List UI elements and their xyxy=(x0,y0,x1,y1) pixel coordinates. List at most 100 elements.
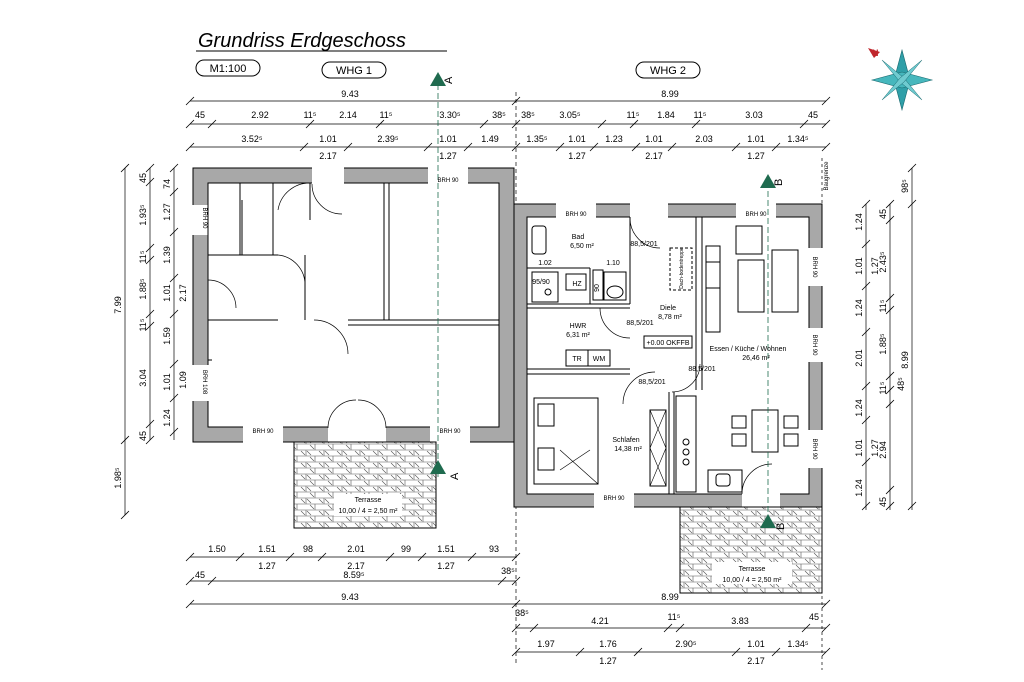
dim-top-r2-11: 11⁵ xyxy=(693,110,706,120)
dim-top-r3-0: 3.52⁵ xyxy=(241,134,263,144)
dim-left-open-1: 1.27 xyxy=(162,203,172,221)
dim-bottom-r7-1: 2.17 xyxy=(747,656,765,666)
dim-top-r3-5: 1.35⁵ xyxy=(526,134,548,144)
dim-top-r3-7: 1.23 xyxy=(605,134,623,144)
room-labels: Bad 6,50 m² HWR 6,31 m² Diele 8,78 m² Es… xyxy=(532,234,786,453)
window-tag: BRH 90 xyxy=(439,429,461,435)
dim-top-r2-9: 11⁵ xyxy=(626,110,639,120)
dim-right-open-6: 1.01 xyxy=(854,439,864,457)
wc-tag: 90 xyxy=(594,284,601,292)
bath-dim-102: 1.02 xyxy=(538,260,552,267)
door-label: 88,5/201 xyxy=(688,366,715,373)
unit-badge-whg1 xyxy=(321,61,387,79)
dim-top-r3-1: 1.01 xyxy=(319,134,337,144)
terrace-whg2-calc: 10,00 / 4 = 2,50 m² xyxy=(723,577,783,584)
dim-left-inner-3: 1.88⁵ xyxy=(138,278,148,300)
baugrenze-label: Baugrenze xyxy=(824,161,830,191)
compass-north-letter: N xyxy=(872,48,879,58)
dim-top-r4-4: 1.27 xyxy=(747,151,765,161)
dim-right-total: 8.99 xyxy=(900,351,910,369)
dim-right-inner-3: 1.88⁵ xyxy=(878,333,888,355)
room-essen-area: 26,46 m² xyxy=(742,355,770,362)
whg1-walls xyxy=(192,167,515,443)
dims-top: 9.43 8.99 45 2.92 11⁵ 2.14 11⁵ 3.30⁵ 38⁵… xyxy=(195,89,818,161)
door-label: 88,5/201 xyxy=(626,320,653,327)
dim-top-r3-8: 1.01 xyxy=(645,134,663,144)
dim-top-r3-10: 1.01 xyxy=(747,134,765,144)
dim-right-outer-2: 98⁵ xyxy=(900,179,910,193)
room-essen-name: Essen / Küche / Wohnen xyxy=(710,346,787,353)
room-diele-area: 8,78 m² xyxy=(658,314,682,321)
dim-bottom-r6-4: 1.34⁵ xyxy=(787,639,809,649)
section-a-bottom-label: A xyxy=(449,472,461,480)
dim-top-r3-9: 2.03 xyxy=(695,134,713,144)
terrace-whg2-name: Terrasse xyxy=(739,566,766,573)
dim-left-inner-1: 1.93⁵ xyxy=(138,204,148,226)
window-tags: BRH 90 BRH 90 BRH 90 BRH 90 BRH 90 BRH 9… xyxy=(201,161,830,502)
dim-left-open-3: 1.01 xyxy=(162,284,172,302)
terrace-whg1-calc: 10,00 / 4 = 2,50 m² xyxy=(339,508,399,515)
whg1-interior xyxy=(207,182,499,429)
dim-bottom-r1-5: 1.51 xyxy=(437,544,455,554)
dim-top-r4-1: 1.27 xyxy=(439,151,457,161)
dim-right-inner-2: 11⁵ xyxy=(878,299,888,312)
dim-left-outer-2: 1.98⁵ xyxy=(113,467,123,489)
dim-right-open-2: 1.27 xyxy=(870,257,880,275)
room-hwr-name: HWR xyxy=(570,323,587,330)
dim-bottom-r2-0: 1.27 xyxy=(258,561,276,571)
room-schlafen-name: Schlafen xyxy=(612,437,639,444)
compass-rose-icon: N xyxy=(868,48,934,112)
dim-bottom-r5-0: 38⁵ xyxy=(515,608,529,618)
dim-bottom-r5-3: 3.83 xyxy=(731,616,749,626)
dim-bottom-r7-0: 1.27 xyxy=(599,656,617,666)
dim-top-r3-4: 1.49 xyxy=(481,134,499,144)
section-a-top-label: A xyxy=(443,76,455,84)
dim-bottom-r1-2: 98 xyxy=(303,544,313,554)
heating-label: HZ xyxy=(572,281,582,288)
dims-right: 1.24 1.01 1.27 1.24 2.01 1.24 1.01 1.27 … xyxy=(854,179,910,507)
window-tag: BRH 108 xyxy=(201,370,207,395)
dim-bottom-r1-0: 1.50 xyxy=(208,544,226,554)
room-hwr-area: 6,31 m² xyxy=(566,332,590,339)
dim-bottom-r6-0: 1.97 xyxy=(537,639,555,649)
unit-label-whg2: WHG 2 xyxy=(650,65,686,77)
dim-right-open-4: 2.01 xyxy=(854,349,864,367)
dim-top-r3-2: 2.39⁵ xyxy=(377,134,399,144)
door-label: 88,5/201 xyxy=(630,241,657,248)
dim-right-inner-6: 2.94 xyxy=(878,441,888,459)
dim-top-r2-6: 38⁵ xyxy=(492,110,506,120)
dim-left-inner-0: 45 xyxy=(138,173,148,183)
whg2-interior xyxy=(527,217,799,495)
dim-right-open-0: 1.24 xyxy=(854,213,864,231)
unit-label-whg1: WHG 1 xyxy=(336,65,372,77)
terrace-whg1-label-bg xyxy=(334,494,402,516)
dim-left-inner-5: 3.04 xyxy=(138,369,148,387)
dims-bottom: 1.50 1.51 98 2.01 99 1.51 93 1.27 2.17 1… xyxy=(195,544,819,666)
dim-right-inner-1: 2.43⁵ xyxy=(878,251,888,273)
section-lines xyxy=(437,84,769,520)
dim-top-r2-1: 2.92 xyxy=(251,110,269,120)
dim-top-r4-0: 2.17 xyxy=(319,151,337,161)
scale-label: M1:100 xyxy=(210,63,247,75)
dim-top-total-whg2: 8.99 xyxy=(661,89,679,99)
dims-left: 7.99 1.98⁵ 45 1.93⁵ 11⁵ 1.88⁵ 11⁵ 3.04 4… xyxy=(113,173,188,489)
dim-top-r2-8: 3.05⁵ xyxy=(559,110,581,120)
dim-top-r2-13: 45 xyxy=(808,110,818,120)
room-schlafen-area: 14,38 m² xyxy=(614,446,642,453)
dim-bottom-r2-1: 2.17 xyxy=(347,561,365,571)
dim-bottom-r6-1: 1.76 xyxy=(599,639,617,649)
window-tag: BRH 90 xyxy=(811,438,817,460)
window-tag: BRH 90 xyxy=(201,207,207,229)
shower-label: 95/90 xyxy=(532,279,550,286)
dim-bottom-r5-4: 45 xyxy=(809,612,819,622)
dim-top-r2-2: 11⁵ xyxy=(303,110,316,120)
dim-top-r4-3: 2.17 xyxy=(645,151,663,161)
dim-right-inner-0: 45 xyxy=(878,209,888,219)
dim-top-r2-4: 11⁵ xyxy=(379,110,392,120)
dim-left-open-4: 2.17 xyxy=(178,284,188,302)
dim-left-open-7: 1.09 xyxy=(178,371,188,389)
room-bad-name: Bad xyxy=(572,234,585,241)
dim-bottom-total-whg2: 8.99 xyxy=(661,592,679,602)
dim-bottom-r3-1: 8.59⁵ xyxy=(343,570,365,580)
dim-bottom-r5-2: 11⁵ xyxy=(667,612,680,622)
